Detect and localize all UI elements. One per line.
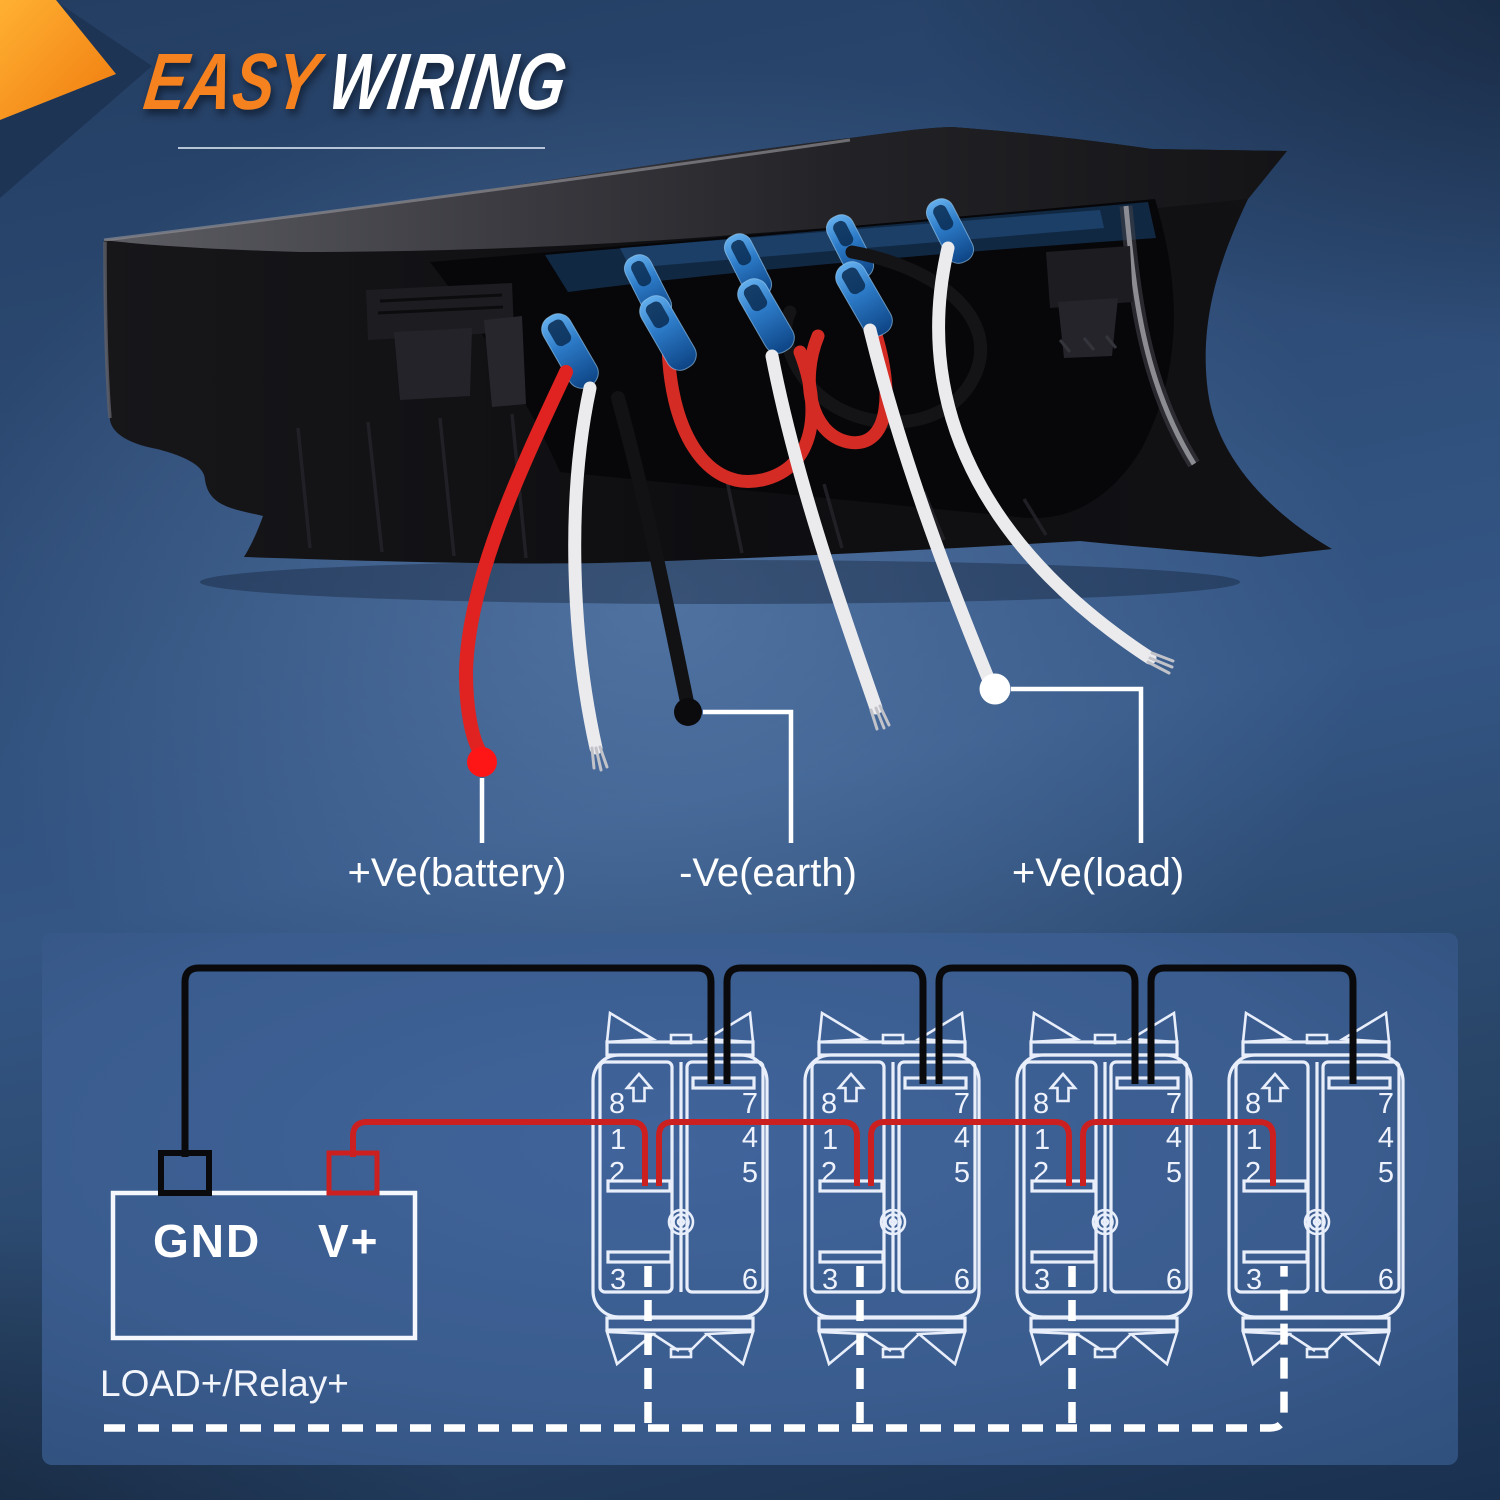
- switch-panel-housing-photo: [103, 127, 1332, 564]
- terminal-number: 2: [1033, 1157, 1049, 1189]
- terminal-number: 5: [954, 1157, 970, 1189]
- terminal-number: 1: [1034, 1124, 1050, 1156]
- load-wire-dashed: [104, 1266, 1288, 1432]
- terminal-number: 1: [610, 1124, 626, 1156]
- terminal-number: 4: [1378, 1122, 1394, 1154]
- left-edge-highlight: [103, 241, 112, 419]
- terminal-number: 6: [1378, 1264, 1394, 1296]
- terminal-number: 2: [821, 1157, 837, 1189]
- ground-wire-black: [181, 964, 1357, 1157]
- wire-strand-tips: [590, 651, 1175, 772]
- up-arrow-icon: [1260, 1072, 1290, 1103]
- up-arrow-icon: [1048, 1072, 1078, 1103]
- terminal-number: 3: [822, 1264, 838, 1296]
- title-rest-word: WIRING: [323, 37, 573, 126]
- terminal-number: 2: [609, 1157, 625, 1189]
- terminal-number: 4: [742, 1122, 758, 1154]
- battery-callout-label: +Ve(battery): [347, 851, 566, 895]
- diagram-wires: [104, 964, 1357, 1432]
- terminal-number: 5: [742, 1157, 758, 1189]
- blue-spade-connector: [835, 261, 893, 337]
- gnd-label: GND: [153, 1215, 261, 1267]
- title-underline: [178, 147, 545, 149]
- terminal-number: 5: [1378, 1157, 1394, 1189]
- blue-spade-connector: [639, 295, 697, 371]
- hero-photo-section: +Ve(battery) -Ve(earth) +Ve(load): [0, 0, 1332, 895]
- battery-outline: [110, 1190, 418, 1341]
- blue-spade-connector: [925, 198, 975, 264]
- hanging-wire-red-battery: [458, 365, 573, 759]
- positive-wire-red: [350, 1119, 1276, 1186]
- earth-callout-line: [703, 709, 794, 843]
- terminal-number: 7: [1378, 1088, 1394, 1120]
- terminal-number: 6: [1166, 1264, 1182, 1296]
- terminal-number: 6: [954, 1264, 970, 1296]
- load-relay-label: LOAD+/Relay+: [100, 1363, 349, 1404]
- hanging-wires: [458, 241, 1175, 772]
- terminal-number: 3: [1034, 1264, 1050, 1296]
- rocker-switch-4: 8 12 3 745 6: [1227, 1010, 1405, 1367]
- terminal-number: 8: [609, 1088, 625, 1120]
- terminal-number: 7: [742, 1088, 758, 1120]
- black-jumper-loop: [779, 245, 988, 429]
- hanging-wire-white-2: [765, 349, 883, 715]
- terminal-number: 8: [821, 1088, 837, 1120]
- up-arrow-icon: [624, 1072, 654, 1103]
- hanging-wire-black-earth: [611, 391, 694, 709]
- terminal-number: 3: [610, 1264, 626, 1296]
- right-mounting-clamp: [1046, 246, 1133, 358]
- title-accent-word: EASY: [139, 37, 325, 126]
- load-callout-label: +Ve(load): [1012, 851, 1184, 895]
- terminal-number: 2: [1245, 1157, 1261, 1189]
- housing-shadow: [200, 560, 1240, 604]
- orange-corner-arrow: [0, 0, 116, 120]
- up-arrow-icon: [836, 1072, 866, 1103]
- terminal-number: 4: [954, 1122, 970, 1154]
- page-title: EASYWIRING: [139, 36, 573, 128]
- terminal-number: 7: [1166, 1088, 1182, 1120]
- load-wire-dot: [979, 673, 1011, 705]
- wiring-diagram-section: GND V+ LOAD+/Relay+ 81237456812374568123…: [42, 933, 1458, 1465]
- blue-spade-connector: [737, 278, 795, 354]
- terminal-number: 8: [1033, 1088, 1049, 1120]
- battery-wire-dot: [467, 747, 497, 777]
- terminal-number: 8: [1245, 1088, 1261, 1120]
- housing-lid-top: [104, 127, 1287, 252]
- hanging-wire-white-3: [932, 241, 1157, 665]
- earth-wire-dot: [674, 698, 702, 726]
- hanging-wire-white-1: [568, 381, 603, 755]
- terminal-number: 1: [822, 1124, 838, 1156]
- hanging-wire-white-load: [863, 323, 995, 685]
- lid-rim-highlight: [103, 138, 851, 242]
- load-callout-line: [1011, 686, 1144, 843]
- terminal-number: 5: [1166, 1157, 1182, 1189]
- terminal-number: 7: [954, 1088, 970, 1120]
- callout-lines: [479, 686, 1144, 843]
- terminal-number: 6: [742, 1264, 758, 1296]
- terminal-number: 4: [1166, 1122, 1182, 1154]
- terminal-number: 3: [1246, 1264, 1262, 1296]
- vplus-label: V+: [318, 1215, 380, 1267]
- earth-callout-label: -Ve(earth): [679, 851, 857, 895]
- left-mounting-clamp: [366, 283, 526, 407]
- right-wall-crease-highlight: [1123, 205, 1197, 466]
- terminal-number: 1: [1246, 1124, 1262, 1156]
- spade-connectors-lower-row: [541, 261, 893, 389]
